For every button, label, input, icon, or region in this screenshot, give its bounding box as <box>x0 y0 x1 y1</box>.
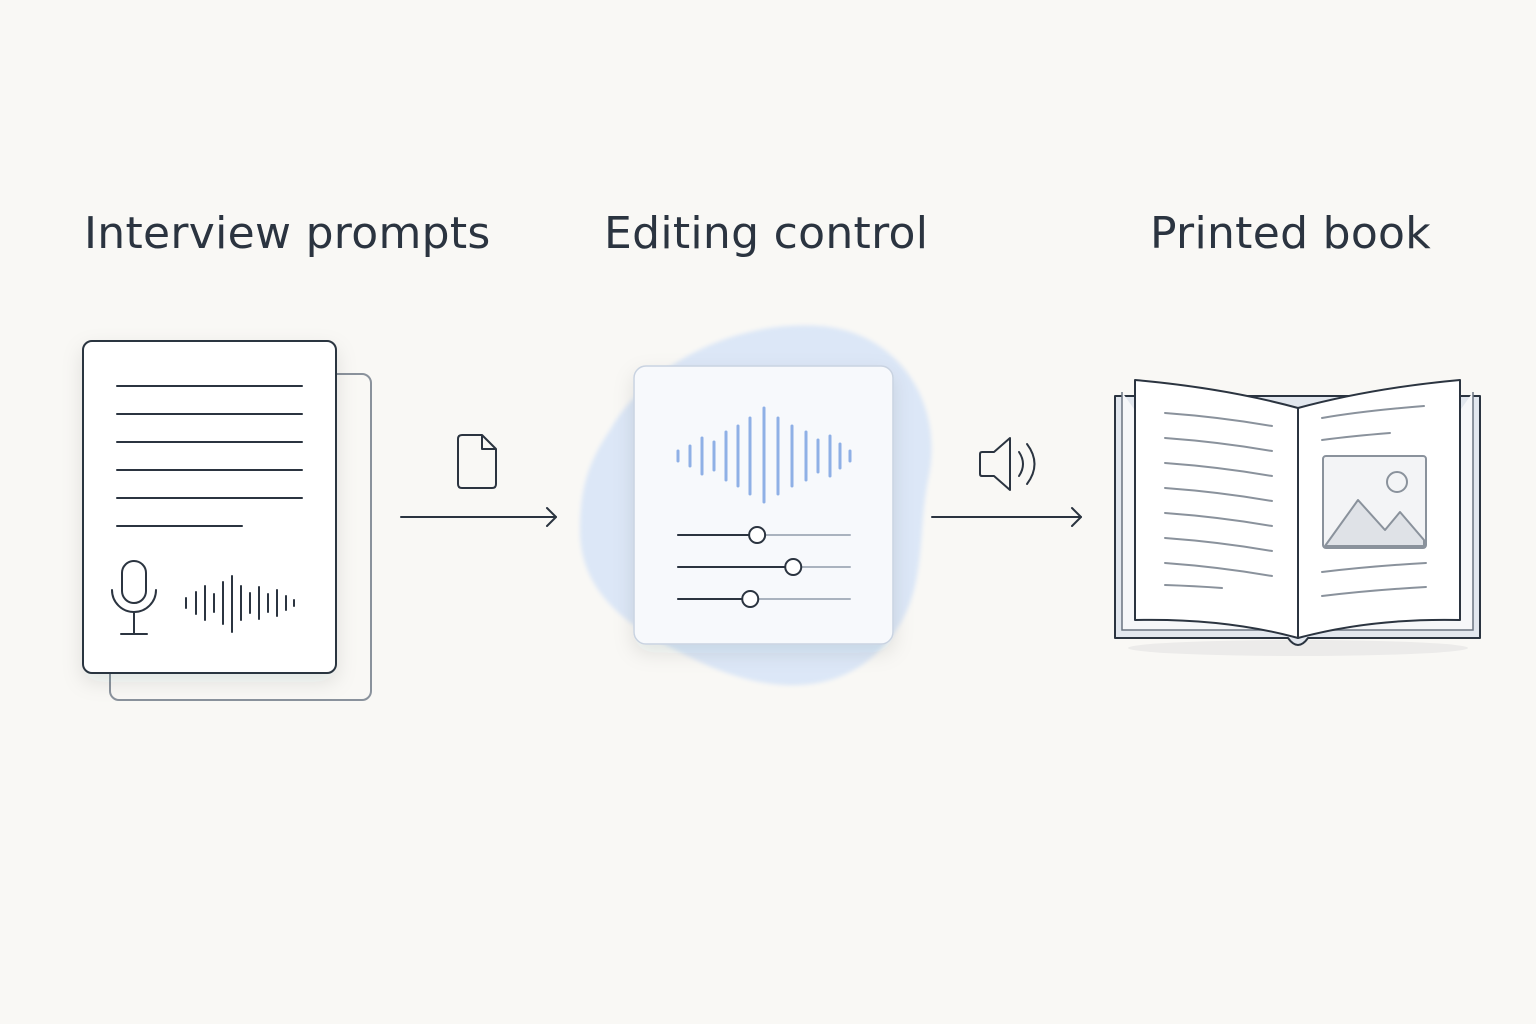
file-icon <box>457 434 497 489</box>
microphone-icon <box>111 560 157 635</box>
slider-knob[interactable] <box>748 526 767 544</box>
audio-editor-icon <box>580 325 932 686</box>
slider-3[interactable] <box>677 590 851 608</box>
right-page-text-lines <box>1321 405 1427 597</box>
slider-knob[interactable] <box>784 558 803 576</box>
stage-title-editing-control: Editing control <box>604 208 929 259</box>
open-book-icon <box>1114 379 1481 656</box>
image-placeholder-icon <box>1322 455 1427 549</box>
editor-card <box>633 365 894 645</box>
slider-knob[interactable] <box>741 590 760 608</box>
stage-title-printed-book: Printed book <box>1150 208 1432 259</box>
slider-2[interactable] <box>677 558 851 576</box>
left-page-text-lines <box>1164 412 1273 589</box>
arrow-right-icon <box>931 507 1082 527</box>
small-waveform-icon <box>185 575 295 633</box>
slider-group <box>677 526 851 608</box>
slider-1[interactable] <box>677 526 851 544</box>
arrow-right-icon <box>400 507 557 527</box>
stage-title-interview-prompts: Interview prompts <box>84 208 491 259</box>
document-with-microphone-icon <box>82 340 372 701</box>
text-lines <box>116 385 303 527</box>
front-page <box>82 340 337 674</box>
waveform-icon <box>676 406 852 504</box>
speaker-icon <box>979 437 1036 491</box>
